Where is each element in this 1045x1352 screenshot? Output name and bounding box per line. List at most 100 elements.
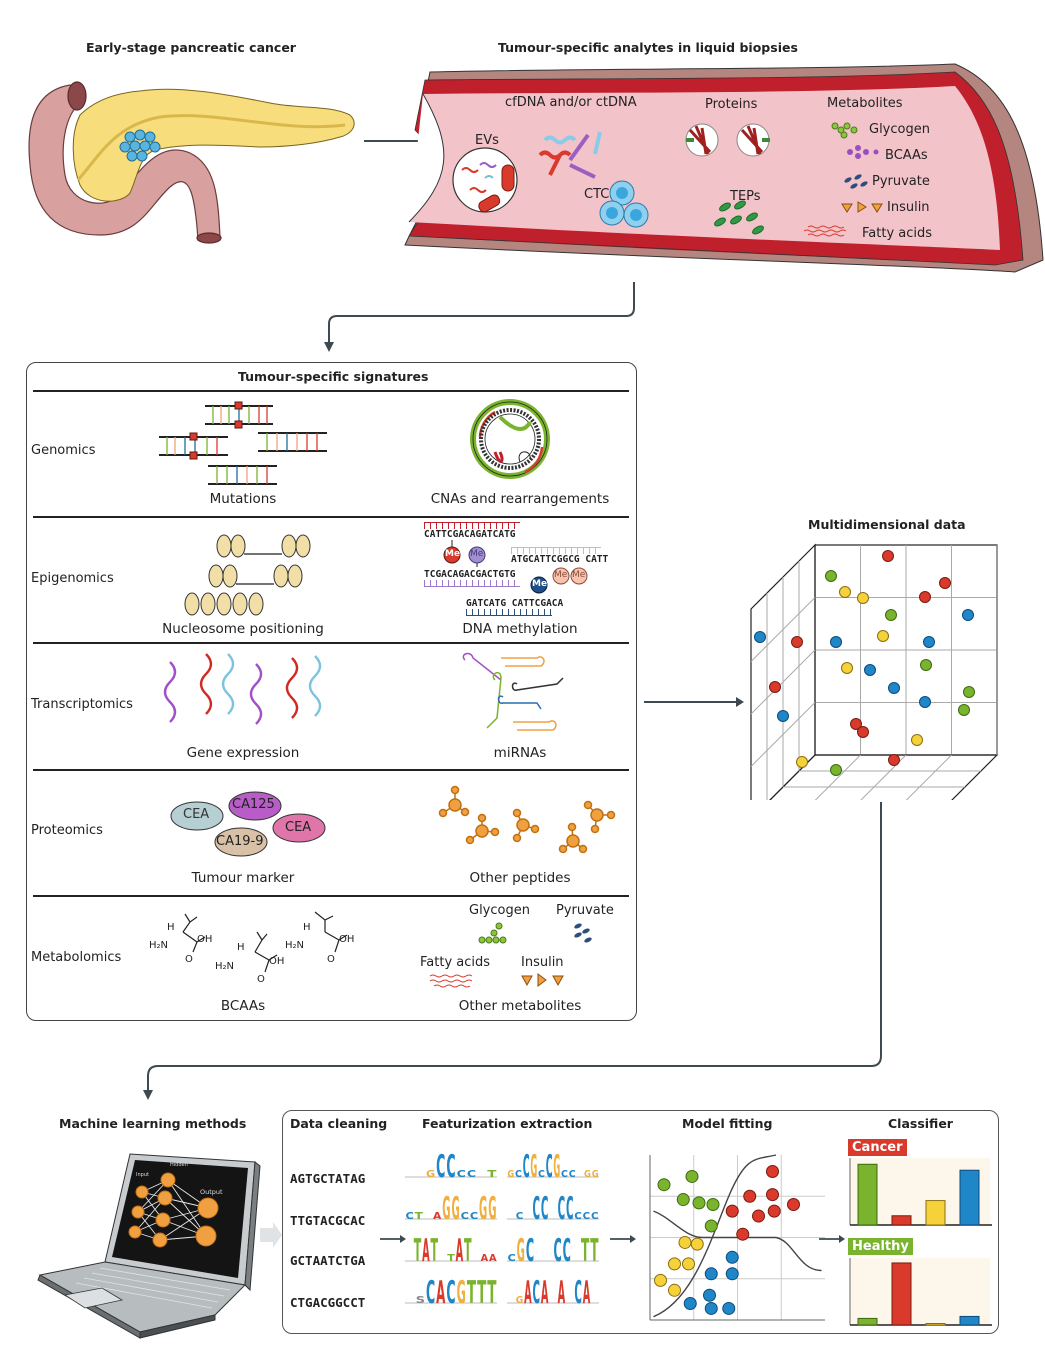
- arrow-features-to-model: [610, 1235, 636, 1243]
- analyte-ctcs-label: CTCs: [584, 187, 617, 202]
- marker-ca199: [214, 827, 268, 857]
- logo-letter: C: [457, 1169, 466, 1180]
- bcaa-o-1: O: [185, 954, 193, 965]
- step-classifier: Classifier: [888, 1116, 953, 1131]
- logo-letter: C: [566, 1191, 574, 1227]
- logo-letter: G: [479, 1191, 487, 1227]
- logo-letter: C: [569, 1169, 576, 1180]
- row-label-epigenomics: Epigenomics: [31, 571, 114, 586]
- cube-point-green: [825, 570, 837, 582]
- tumour-cluster: [119, 129, 161, 162]
- cube-point-yellow: [841, 662, 853, 674]
- cube-point-green: [885, 609, 897, 621]
- marker-ca125: [228, 791, 282, 821]
- divider: [33, 642, 629, 644]
- logo-letter: C: [561, 1169, 568, 1180]
- laptop-screen-side: [244, 1161, 261, 1292]
- decision-boundary-2: [653, 1210, 822, 1272]
- cube-point-blue: [919, 696, 931, 708]
- logo-letter: C: [533, 1275, 541, 1311]
- logo-letter: T: [477, 1275, 487, 1311]
- pyruvate-icon: [844, 174, 868, 189]
- analyte-teps-label: TEPs: [730, 189, 761, 204]
- analyte-proteins-label: Proteins: [705, 97, 758, 112]
- logo-letter: C: [436, 1149, 445, 1185]
- tumour-marker-icons: [170, 791, 326, 857]
- mutations-dna-icon: [159, 401, 327, 485]
- model-point-green: [657, 1178, 671, 1192]
- logo-letter: C: [538, 1169, 545, 1180]
- cube-point-red: [791, 636, 803, 648]
- logo-letter: C: [574, 1275, 582, 1311]
- cube-point-yellow: [857, 592, 869, 604]
- logo-letter: T: [590, 1233, 599, 1269]
- classifier-bg: [850, 1258, 990, 1325]
- logo-letter: C: [546, 1149, 553, 1185]
- cube-point-blue: [830, 636, 842, 648]
- cancer-label-chip: Cancer: [848, 1139, 907, 1156]
- logo-letter: C: [533, 1191, 541, 1227]
- sequence-3: GCTAATCTGA: [290, 1253, 366, 1268]
- tep-platelets-icon: [714, 200, 764, 235]
- model-point-red: [787, 1198, 800, 1211]
- other-metabolite-icons: [429, 922, 592, 988]
- methylation-seq-1: CATTCGACAGATCATG: [424, 522, 520, 540]
- step-featurization: Featurization extraction: [422, 1116, 593, 1131]
- logo-letter: T: [464, 1233, 472, 1269]
- logo-letter: T: [431, 1233, 439, 1269]
- laptop-trackpad: [63, 1287, 124, 1309]
- me-label-purple: Me: [470, 549, 484, 559]
- logo-letter: A: [433, 1211, 442, 1222]
- cube-point-red: [939, 577, 951, 589]
- logo-letter: G: [457, 1275, 466, 1311]
- cube-point-blue: [923, 636, 935, 648]
- logo-letter: G: [442, 1191, 450, 1227]
- model-point-yellow: [654, 1273, 667, 1287]
- cube-grid: [750, 543, 999, 800]
- cube-point-green: [963, 686, 975, 698]
- pyruvate-small-icon: [574, 923, 592, 943]
- ev-vesicle-icon: [452, 147, 518, 213]
- logo-letter: G: [426, 1169, 435, 1180]
- divider: [33, 390, 629, 392]
- model-point-yellow: [678, 1235, 692, 1249]
- cube-point-blue: [962, 609, 974, 621]
- logo-letter: C: [574, 1211, 582, 1222]
- model-point-yellow: [668, 1257, 681, 1271]
- logo-letter: G: [507, 1169, 514, 1180]
- methyl-groups: [443, 540, 588, 594]
- model-point-red: [767, 1204, 781, 1218]
- row-label-transcriptomics: Transcriptomics: [31, 697, 133, 712]
- logo-letter: G: [517, 1233, 525, 1269]
- marker-cea-2: [272, 813, 326, 843]
- model-point-red: [736, 1227, 750, 1241]
- logo-letter: C: [461, 1211, 469, 1222]
- caption-other-metabolites: Other metabolites: [458, 998, 582, 1014]
- arrow-signatures-to-3d: [644, 697, 744, 707]
- logo-letter: A: [541, 1275, 549, 1311]
- laptop-neural-network-illustration: Input Hidden Output: [37, 1153, 282, 1339]
- model-point-blue: [683, 1297, 697, 1310]
- metabolite-fatty-acids-label: Fatty acids: [862, 226, 933, 241]
- nn-hidden-label: Hidden: [170, 1162, 188, 1168]
- caption-gene-expression: Gene expression: [186, 745, 300, 761]
- logo-letter: A: [436, 1275, 445, 1311]
- cube-point-blue: [864, 664, 876, 676]
- logo-letter: T: [415, 1211, 424, 1222]
- pancreas-title: Early-stage pancreatic cancer: [86, 40, 296, 55]
- caption-mutations: Mutations: [209, 491, 277, 507]
- cube-point-red: [888, 754, 900, 766]
- insulin-icon: [841, 201, 883, 213]
- model-point-yellow: [668, 1283, 681, 1297]
- classifier-bar-blue: [959, 1169, 980, 1226]
- duodenum-opening-bottom: [196, 232, 222, 244]
- decision-boundary-1: [653, 1154, 777, 1318]
- model-point-blue: [722, 1301, 736, 1315]
- classifier-cancer-bar-chart: [849, 1158, 992, 1226]
- logo-letter: T: [414, 1233, 422, 1269]
- model-point-yellow: [682, 1257, 695, 1271]
- duodenum-opening-top: [67, 81, 87, 111]
- marker-cea-2-label: CEA: [285, 820, 312, 835]
- metabolites-header: Metabolites: [827, 96, 903, 111]
- logo-letter: A: [489, 1253, 497, 1264]
